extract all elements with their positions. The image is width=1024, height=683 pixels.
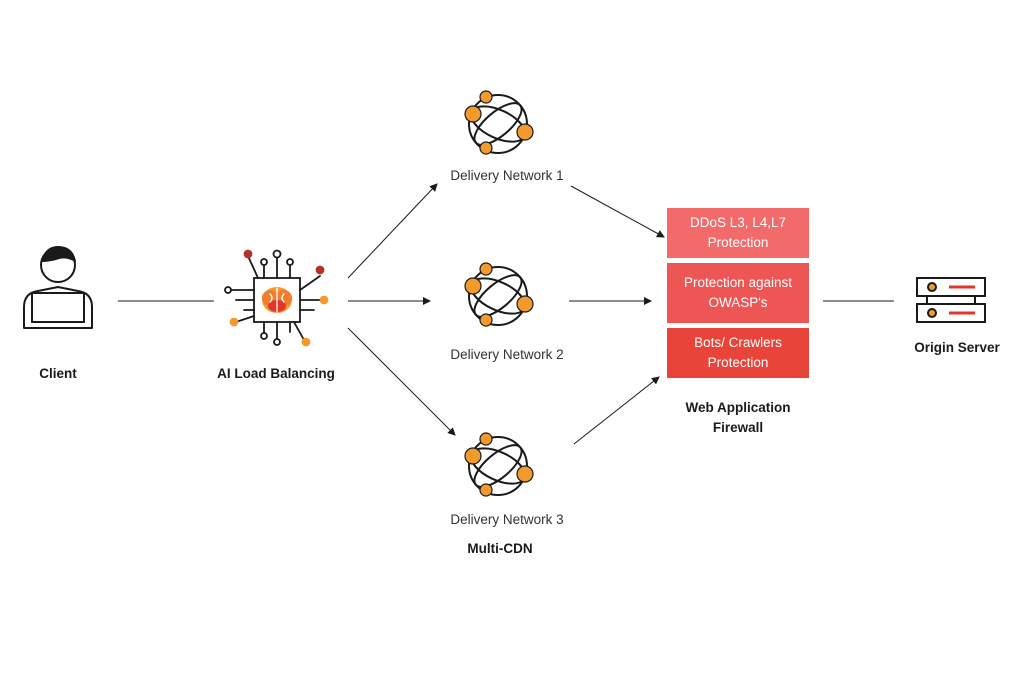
waf-bots-box: Bots/ Crawlers Protection [667, 328, 809, 378]
waf-title-line2: Firewall [712, 420, 764, 435]
lb-to-network1-arrow [347, 183, 438, 279]
client-label: Client [39, 366, 77, 381]
waf-owasp-box: Protection against OWASP's [667, 263, 809, 323]
waf-owasp-line1: Protection against [683, 275, 793, 290]
waf-ddos-line2: Protection [707, 235, 769, 250]
globe-network-icon-3 [464, 432, 534, 497]
origin-server-label: Origin Server [914, 340, 1000, 355]
connectors [118, 183, 894, 445]
server-rack-icon [916, 277, 986, 323]
ai-chip-brain-icon [224, 249, 329, 347]
user-laptop-icon [23, 246, 93, 329]
waf-title-line1: Web Application [685, 400, 791, 415]
lb-to-network3-arrow [347, 327, 456, 436]
globe-network-icon-1 [464, 90, 534, 155]
network-1-label: Delivery Network 1 [450, 168, 564, 183]
multi-cdn-label: Multi-CDN [467, 541, 533, 556]
load-balancer-label: AI Load Balancing [217, 366, 335, 381]
network-2-label: Delivery Network 2 [450, 347, 564, 362]
waf-ddos-box: DDoS L3, L4,L7 Protection [667, 208, 809, 258]
network1-to-waf-arrow [570, 185, 665, 238]
network3-to-waf-arrow [573, 376, 660, 445]
network-3-label: Delivery Network 3 [450, 512, 564, 527]
waf-ddos-line1: DDoS L3, L4,L7 [689, 215, 787, 230]
globe-network-icon-2 [464, 262, 534, 327]
waf-bots-line2: Protection [707, 355, 769, 370]
waf-bots-line1: Bots/ Crawlers [694, 335, 782, 350]
waf-owasp-line2: OWASP's [708, 295, 768, 310]
